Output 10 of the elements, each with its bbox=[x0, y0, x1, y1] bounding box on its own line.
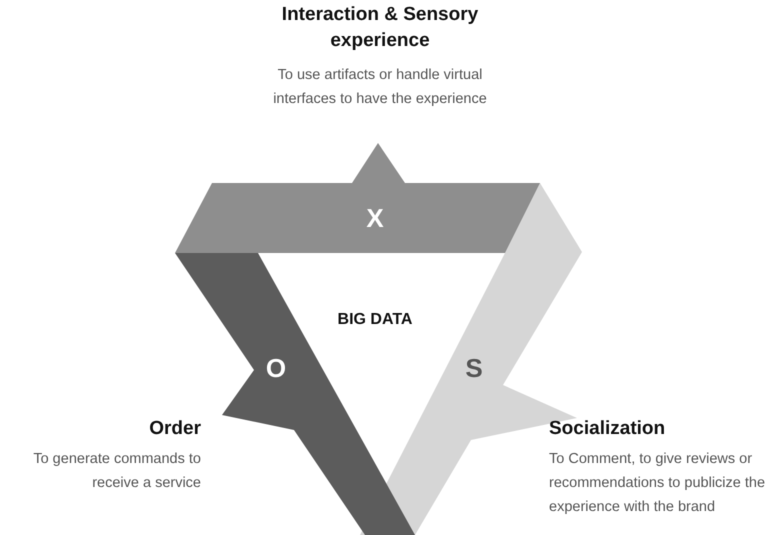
band-letter: X bbox=[366, 205, 384, 231]
caption-heading: Socialization bbox=[549, 417, 666, 441]
caption-text: To generate commands to receive a service bbox=[32, 450, 201, 493]
band-letter: O bbox=[266, 355, 286, 381]
band-letter: S bbox=[465, 355, 483, 381]
center-label: BIG DATA bbox=[338, 311, 412, 329]
caption-text: To Comment, to give reviews or recommendations to publicize the experience with the brand bbox=[549, 450, 766, 517]
caption-heading: Order bbox=[148, 417, 201, 441]
caption-heading: Interaction & Sensory experience bbox=[280, 3, 480, 53]
caption-text: To use artifacts or handle virtual interfaces to have the experience bbox=[272, 66, 488, 109]
